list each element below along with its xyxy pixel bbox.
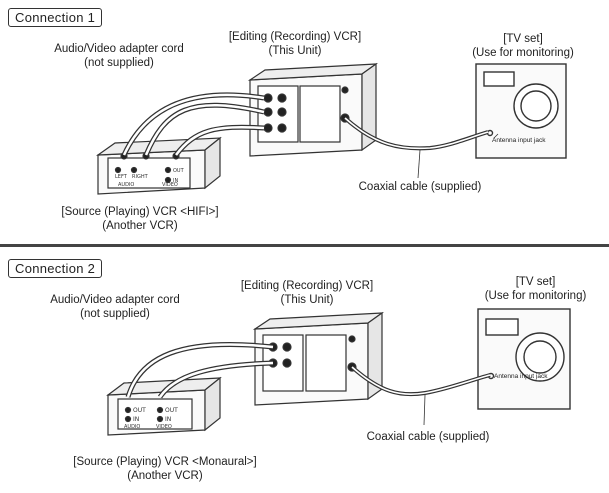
tv-set-label-1: [TV set](Use for monitoring) xyxy=(472,33,574,59)
adapter-cord-label-2: Audio/Video adapter cord(not supplied) xyxy=(50,294,180,320)
jack-in-video-label: IN xyxy=(165,416,171,423)
antenna-input-label-2: Antenna input jack xyxy=(494,373,548,380)
jack-audio-label: AUDIO xyxy=(118,182,134,188)
editing-vcr-label-1: [Editing (Recording) VCR](This Unit) xyxy=(228,31,362,57)
jack-right-label: RIGHT xyxy=(132,174,149,180)
connection-2-title: Connection 2 xyxy=(8,259,103,278)
connection-1-diagram: LEFT RIGHT OUT IN AUDIO VIDEO xyxy=(95,62,567,195)
jack-video-label-2: VIDEO xyxy=(156,424,172,430)
source-vcr-1: LEFT RIGHT OUT IN AUDIO VIDEO xyxy=(95,136,222,195)
tv-set-1 xyxy=(475,63,567,159)
jack-in-label: IN xyxy=(173,178,178,184)
jack-out-label: OUT xyxy=(173,168,185,174)
coaxial-cable-2 xyxy=(350,365,491,397)
source-vcr-label-2: [Source (Playing) VCR <Monaural>](Anothe… xyxy=(73,456,257,482)
jack-out-video-label: OUT xyxy=(165,407,178,414)
tv-set-2 xyxy=(477,308,571,410)
connection-1-panel: LEFT RIGHT OUT IN AUDIO VIDEO xyxy=(0,0,609,244)
connection-2-diagram: OUT IN OUT IN AUDIO VIDEO xyxy=(106,308,571,436)
connection-1-title: Connection 1 xyxy=(8,8,103,27)
jack-left-label: LEFT xyxy=(115,174,128,180)
editing-vcr-2 xyxy=(252,311,385,406)
antenna-input-label-1: Antenna input jack xyxy=(492,137,546,144)
connection-2-panel: OUT IN OUT IN AUDIO VIDEO xyxy=(0,247,609,493)
source-vcr-2: OUT IN OUT IN AUDIO VIDEO xyxy=(106,376,222,436)
coaxial-cable-label-2: Coaxial cable (supplied) xyxy=(366,431,490,443)
tv-set-label-2: [TV set](Use for monitoring) xyxy=(484,276,587,302)
panel-divider xyxy=(0,244,609,247)
coaxial-cable-1 xyxy=(343,116,489,151)
jack-out-audio-label: OUT xyxy=(133,407,146,414)
editing-vcr-label-2: [Editing (Recording) VCR](This Unit) xyxy=(240,280,374,306)
adapter-cord-label-1: Audio/Video adapter cord(not supplied) xyxy=(54,43,184,69)
jack-video-label: VIDEO xyxy=(162,182,178,188)
editing-vcr-1 xyxy=(247,62,379,157)
coaxial-cable-label-1: Coaxial cable (supplied) xyxy=(358,181,482,193)
jack-audio-label-2: AUDIO xyxy=(124,424,140,430)
source-vcr-label-1: [Source (Playing) VCR <HIFI>](Another VC… xyxy=(61,206,219,232)
jack-in-audio-label: IN xyxy=(133,416,139,423)
